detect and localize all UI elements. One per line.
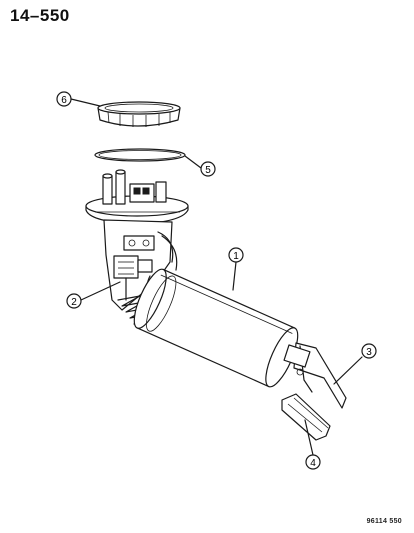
callout-4: 4 — [305, 454, 321, 470]
callout-2-label: 2 — [71, 297, 77, 308]
callout-6: 6 — [56, 91, 72, 107]
float-arm — [283, 342, 347, 409]
gasket-seal — [94, 148, 186, 162]
page-number: 14–550 — [10, 6, 70, 25]
callout-4-label: 4 — [310, 458, 316, 469]
callout-3: 3 — [361, 343, 377, 359]
callout-2: 2 — [66, 293, 82, 309]
lock-ring — [97, 101, 181, 127]
callout-1: 1 — [228, 247, 244, 263]
float — [281, 393, 331, 441]
fuel-level-sender — [113, 255, 153, 301]
callout-6-label: 6 — [61, 95, 67, 106]
leader-lines — [70, 98, 363, 456]
figure-code: 96114 550 — [366, 518, 402, 525]
fuel-pump-canister — [133, 268, 299, 388]
callout-3-label: 3 — [366, 347, 372, 358]
callout-5: 5 — [200, 161, 216, 177]
callout-5-label: 5 — [205, 165, 211, 176]
callout-1-label: 1 — [233, 251, 239, 262]
module-flange — [85, 169, 189, 225]
